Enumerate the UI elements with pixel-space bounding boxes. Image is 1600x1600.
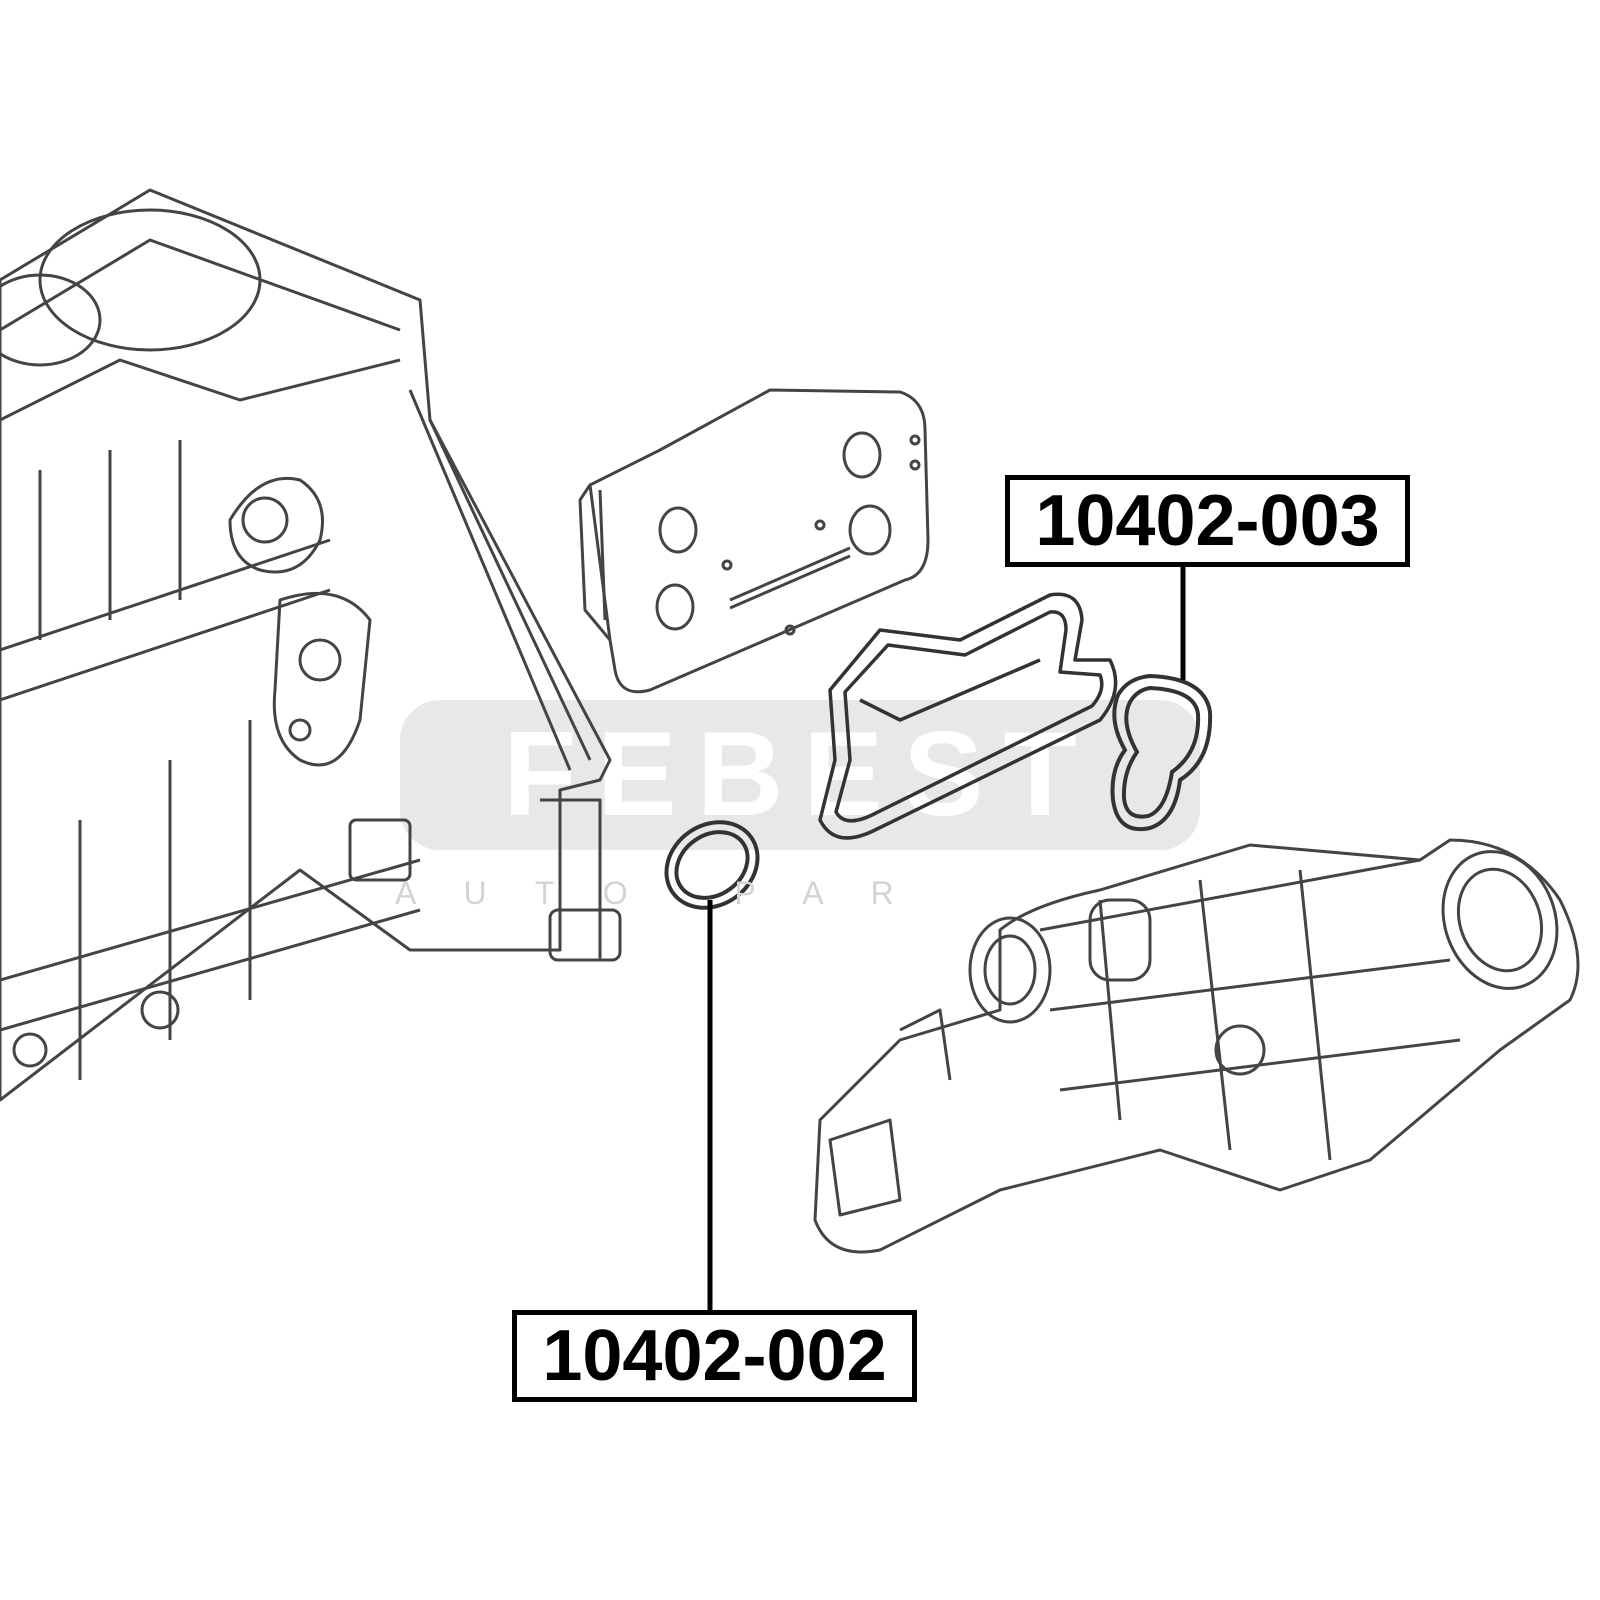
- part-number-label-10402-003: 10402-003: [1005, 475, 1410, 567]
- watermark-logo: FEBEST: [400, 700, 1200, 850]
- part-number-label-10402-002: 10402-002: [512, 1310, 917, 1402]
- part-number-text: 10402-002: [542, 1316, 887, 1396]
- oil-filter-housing: [813, 838, 1580, 1254]
- cooler-gasket: [818, 592, 1118, 840]
- engine-block: [0, 188, 622, 1102]
- oil-cooler: [578, 388, 930, 694]
- watermark-subtitle: A U T O P A R: [395, 875, 914, 911]
- seal-10402-003: [1110, 673, 1213, 832]
- part-number-text: 10402-003: [1035, 481, 1380, 561]
- oring-10402-002: [664, 820, 760, 910]
